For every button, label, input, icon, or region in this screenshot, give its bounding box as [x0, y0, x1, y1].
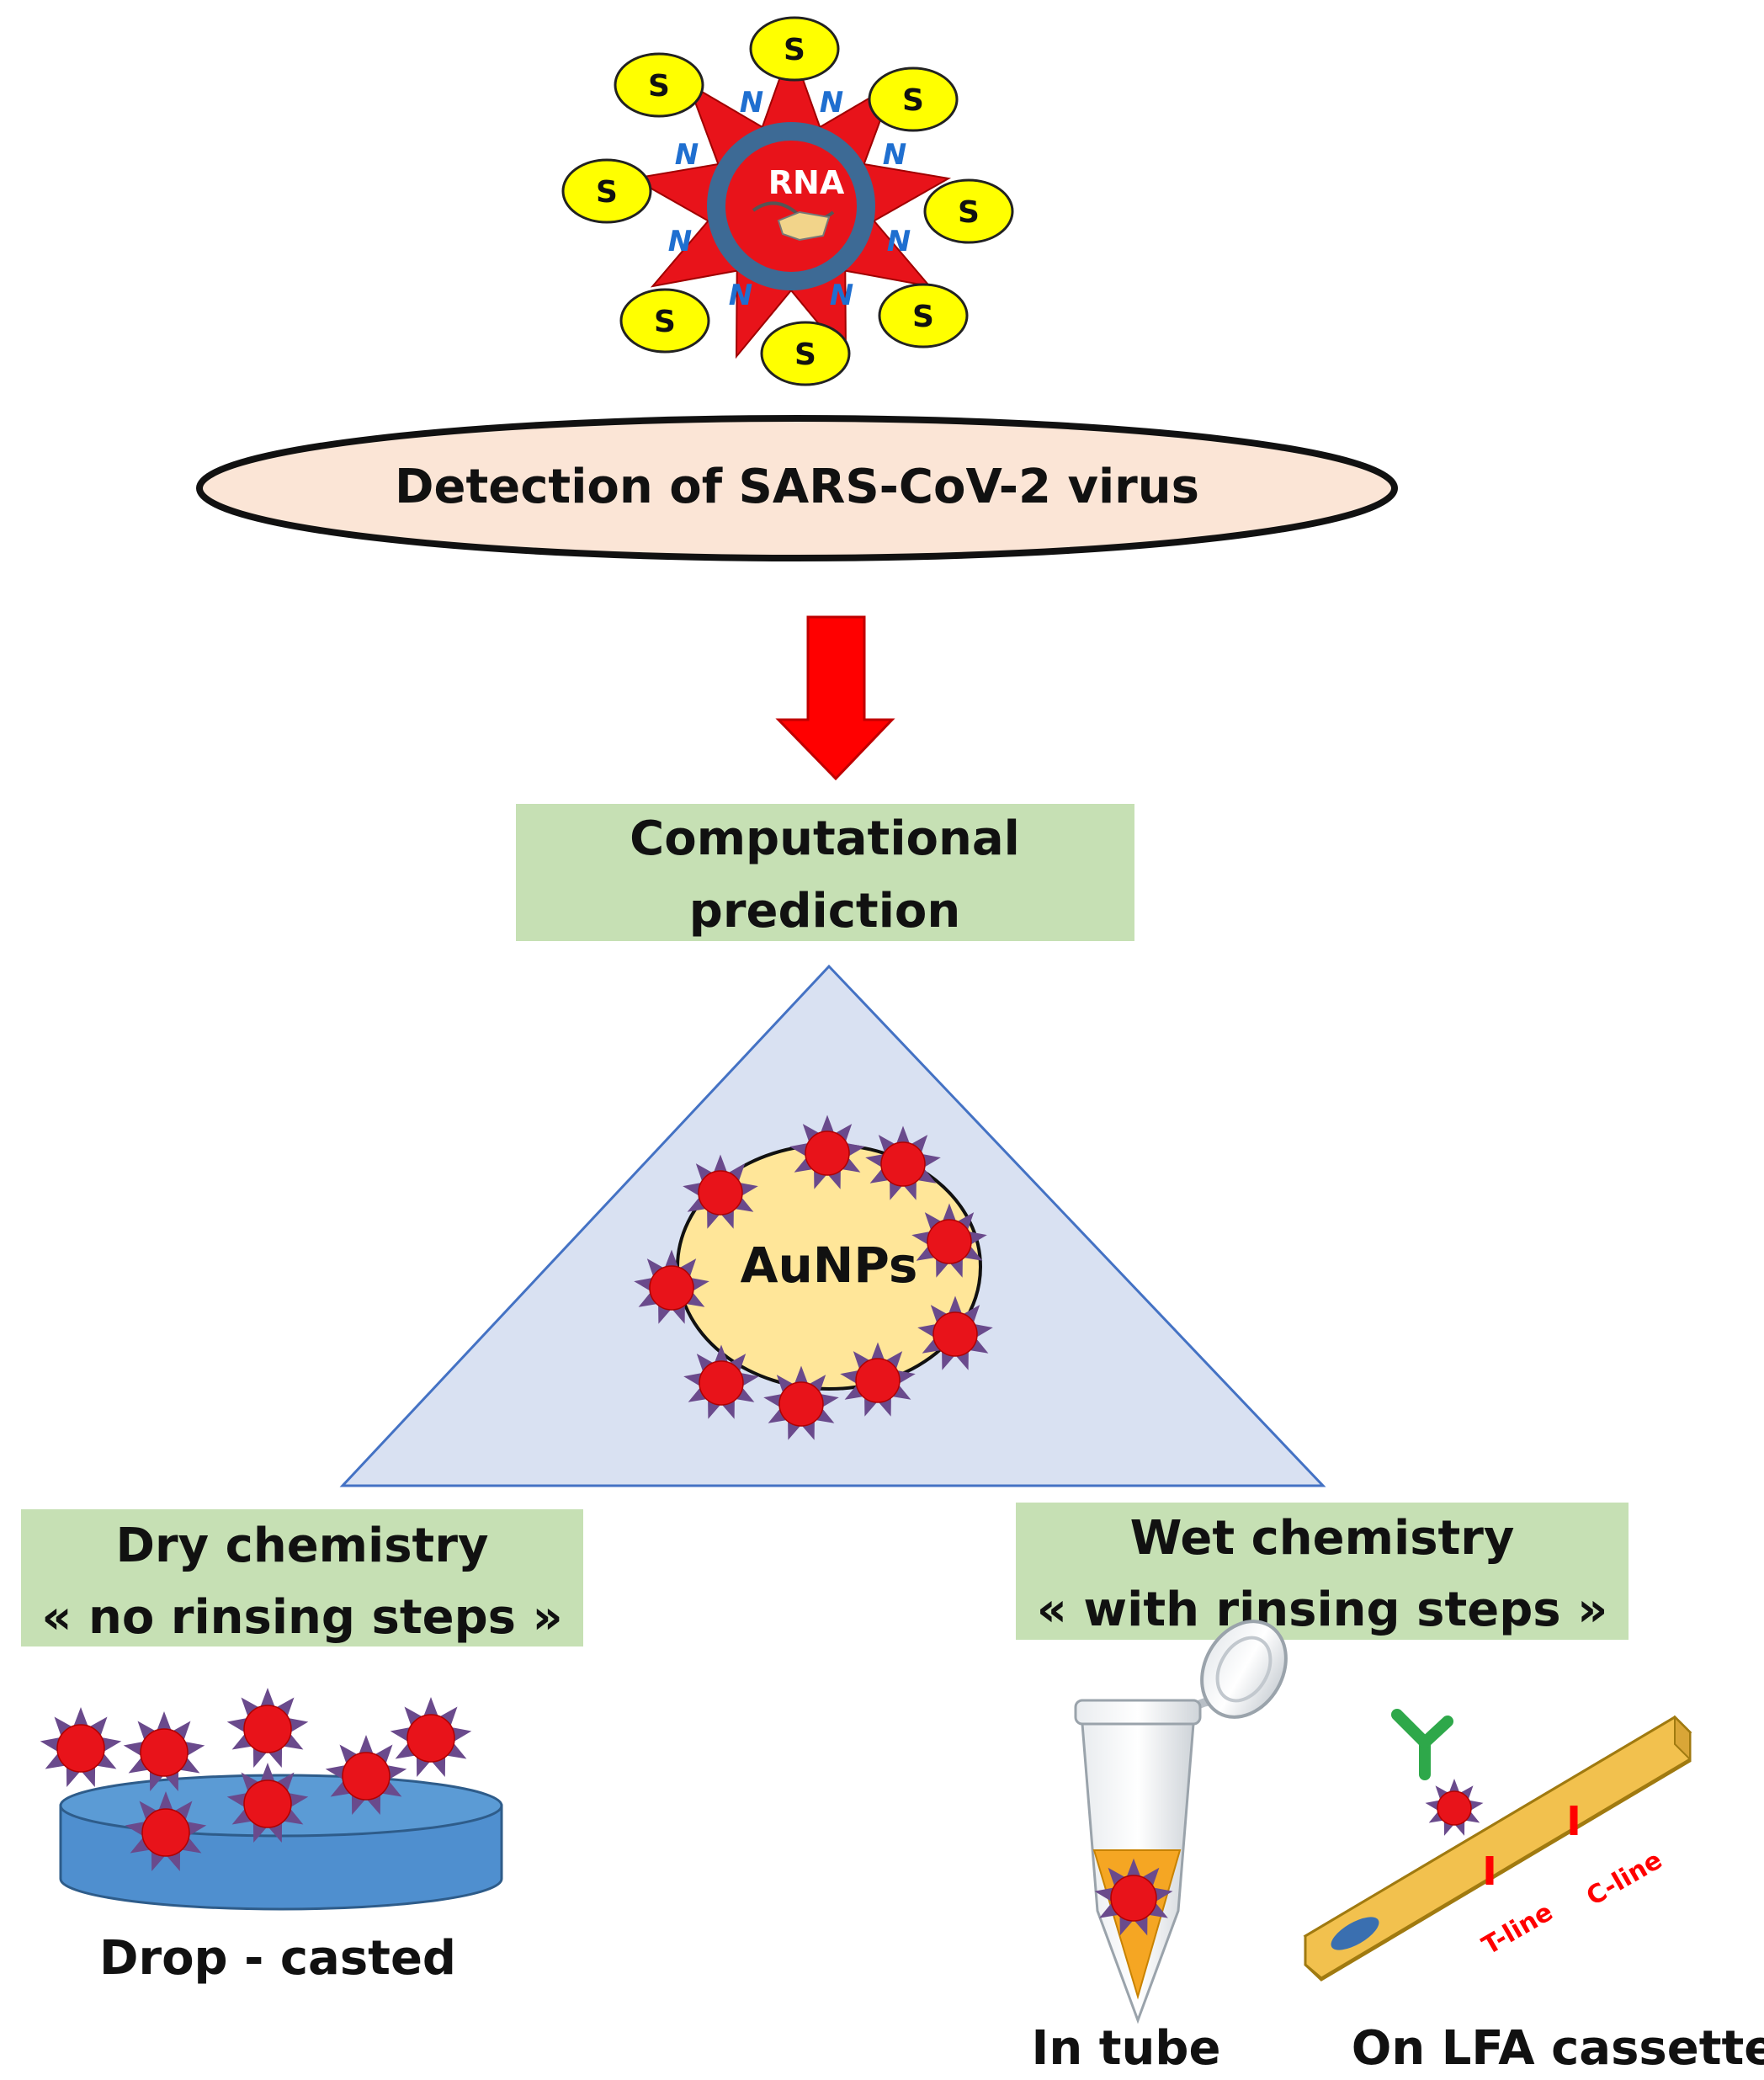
spike-protein-label: S: [912, 300, 934, 334]
aunp-surface-particle: [634, 1249, 709, 1324]
aunp-surface-particles: [634, 1114, 993, 1440]
spike-protein-s: S: [878, 283, 969, 348]
wet-chemistry-box: Wet chemistry « with rinsing steps »: [1016, 1503, 1629, 1640]
aunp-surface-particle: [911, 1203, 987, 1278]
disc-particle: [226, 1763, 309, 1843]
spike-protein-s: S: [619, 288, 710, 354]
aunp-surface-particle: [789, 1114, 865, 1189]
aunps-label: AuNPs: [741, 1237, 918, 1294]
spike-protein-label: S: [902, 83, 924, 118]
nucleocapsid-label: N: [668, 225, 692, 258]
nucleocapsid-label: N: [820, 86, 843, 120]
drop-casted-particles: [40, 1688, 472, 1871]
tube-nanoparticle: [1094, 1858, 1173, 1936]
disc-particle: [123, 1711, 205, 1791]
wet-chemistry-title: Wet chemistry: [1130, 1511, 1515, 1566]
spike-protein-group: S S S S S S S S: [561, 16, 1014, 386]
disc-particle: [325, 1735, 407, 1815]
spike-protein-label: S: [654, 305, 676, 339]
down-arrow-icon: [775, 615, 895, 781]
spike-protein-label: S: [794, 338, 816, 372]
disc-particle: [125, 1791, 207, 1871]
in-tube-label: In tube: [1032, 2021, 1221, 2076]
spike-protein-s: S: [923, 178, 1014, 244]
spike-protein-s: S: [614, 52, 704, 118]
c-line-label: C-line: [1581, 1845, 1667, 1912]
nucleocapsid-label-group: N N N N N N N N: [668, 86, 911, 312]
lfa-cassette-strip: [1303, 1715, 1692, 1982]
nucleocapsid-label: N: [830, 279, 853, 312]
spike-protein-label: S: [596, 175, 618, 210]
aunp-surface-particle: [683, 1154, 758, 1229]
spike-protein-s: S: [760, 321, 851, 386]
virus-core: [725, 141, 857, 272]
spike-protein-s: S: [868, 66, 959, 132]
disc-particle: [226, 1688, 309, 1768]
lfa-nanoparticle: [1425, 1779, 1484, 1836]
tube-particle: [1094, 1858, 1173, 1936]
nucleocapsid-label: N: [740, 86, 763, 120]
t-line-label: T-line: [1477, 1897, 1558, 1961]
disc-particle: [390, 1697, 472, 1777]
lfa-cassette-label: On LFA cassette: [1352, 2021, 1764, 2076]
computational-prediction-box: Computational prediction: [516, 804, 1134, 941]
spike-protein-s: S: [561, 158, 652, 224]
dry-chemistry-title: Dry chemistry: [116, 1519, 489, 1573]
aunp-surface-particle: [917, 1295, 993, 1370]
rna-fragment: [777, 210, 831, 242]
aunp-surface-particle: [763, 1365, 839, 1440]
detection-title-ellipse: Detection of SARS-CoV-2 virus: [196, 415, 1398, 561]
sars-cov-2-virus-illustration: RNA S S S S S S S S N N N N N N N N: [561, 16, 1014, 386]
dry-chemistry-box: Dry chemistry « no rinsing steps »: [21, 1509, 583, 1646]
nucleocapsid-label: N: [887, 225, 911, 258]
wet-chemistry-subtitle: « with rinsing steps »: [1037, 1583, 1608, 1637]
spike-protein-label: S: [784, 33, 805, 67]
disc-particle: [40, 1707, 122, 1787]
spike-protein-label: S: [958, 195, 980, 230]
spike-protein-label: S: [648, 69, 670, 104]
sample-pad: [1331, 1917, 1379, 1950]
antibody-icon: [1391, 1709, 1453, 1780]
rna-label: RNA: [768, 164, 845, 201]
detection-title: Detection of SARS-CoV-2 virus: [395, 460, 1199, 514]
computational-line-2: prediction: [689, 884, 960, 939]
nucleocapsid-label: N: [675, 138, 699, 172]
drop-casted-label: Drop - casted: [99, 1931, 456, 1986]
nucleocapsid-label: N: [729, 279, 752, 312]
microcentrifuge-tube-icon: [1074, 1620, 1288, 2024]
spike-protein-s: S: [749, 16, 840, 82]
computational-line-1: Computational: [630, 811, 1020, 866]
aunp-surface-particle: [840, 1342, 916, 1417]
dry-chemistry-subtitle: « no rinsing steps »: [41, 1590, 562, 1645]
aunp-surface-particle: [683, 1344, 759, 1419]
lfa-particle: [1425, 1779, 1484, 1836]
aunp-surface-particle: [865, 1125, 941, 1200]
nucleocapsid-label: N: [883, 138, 906, 172]
